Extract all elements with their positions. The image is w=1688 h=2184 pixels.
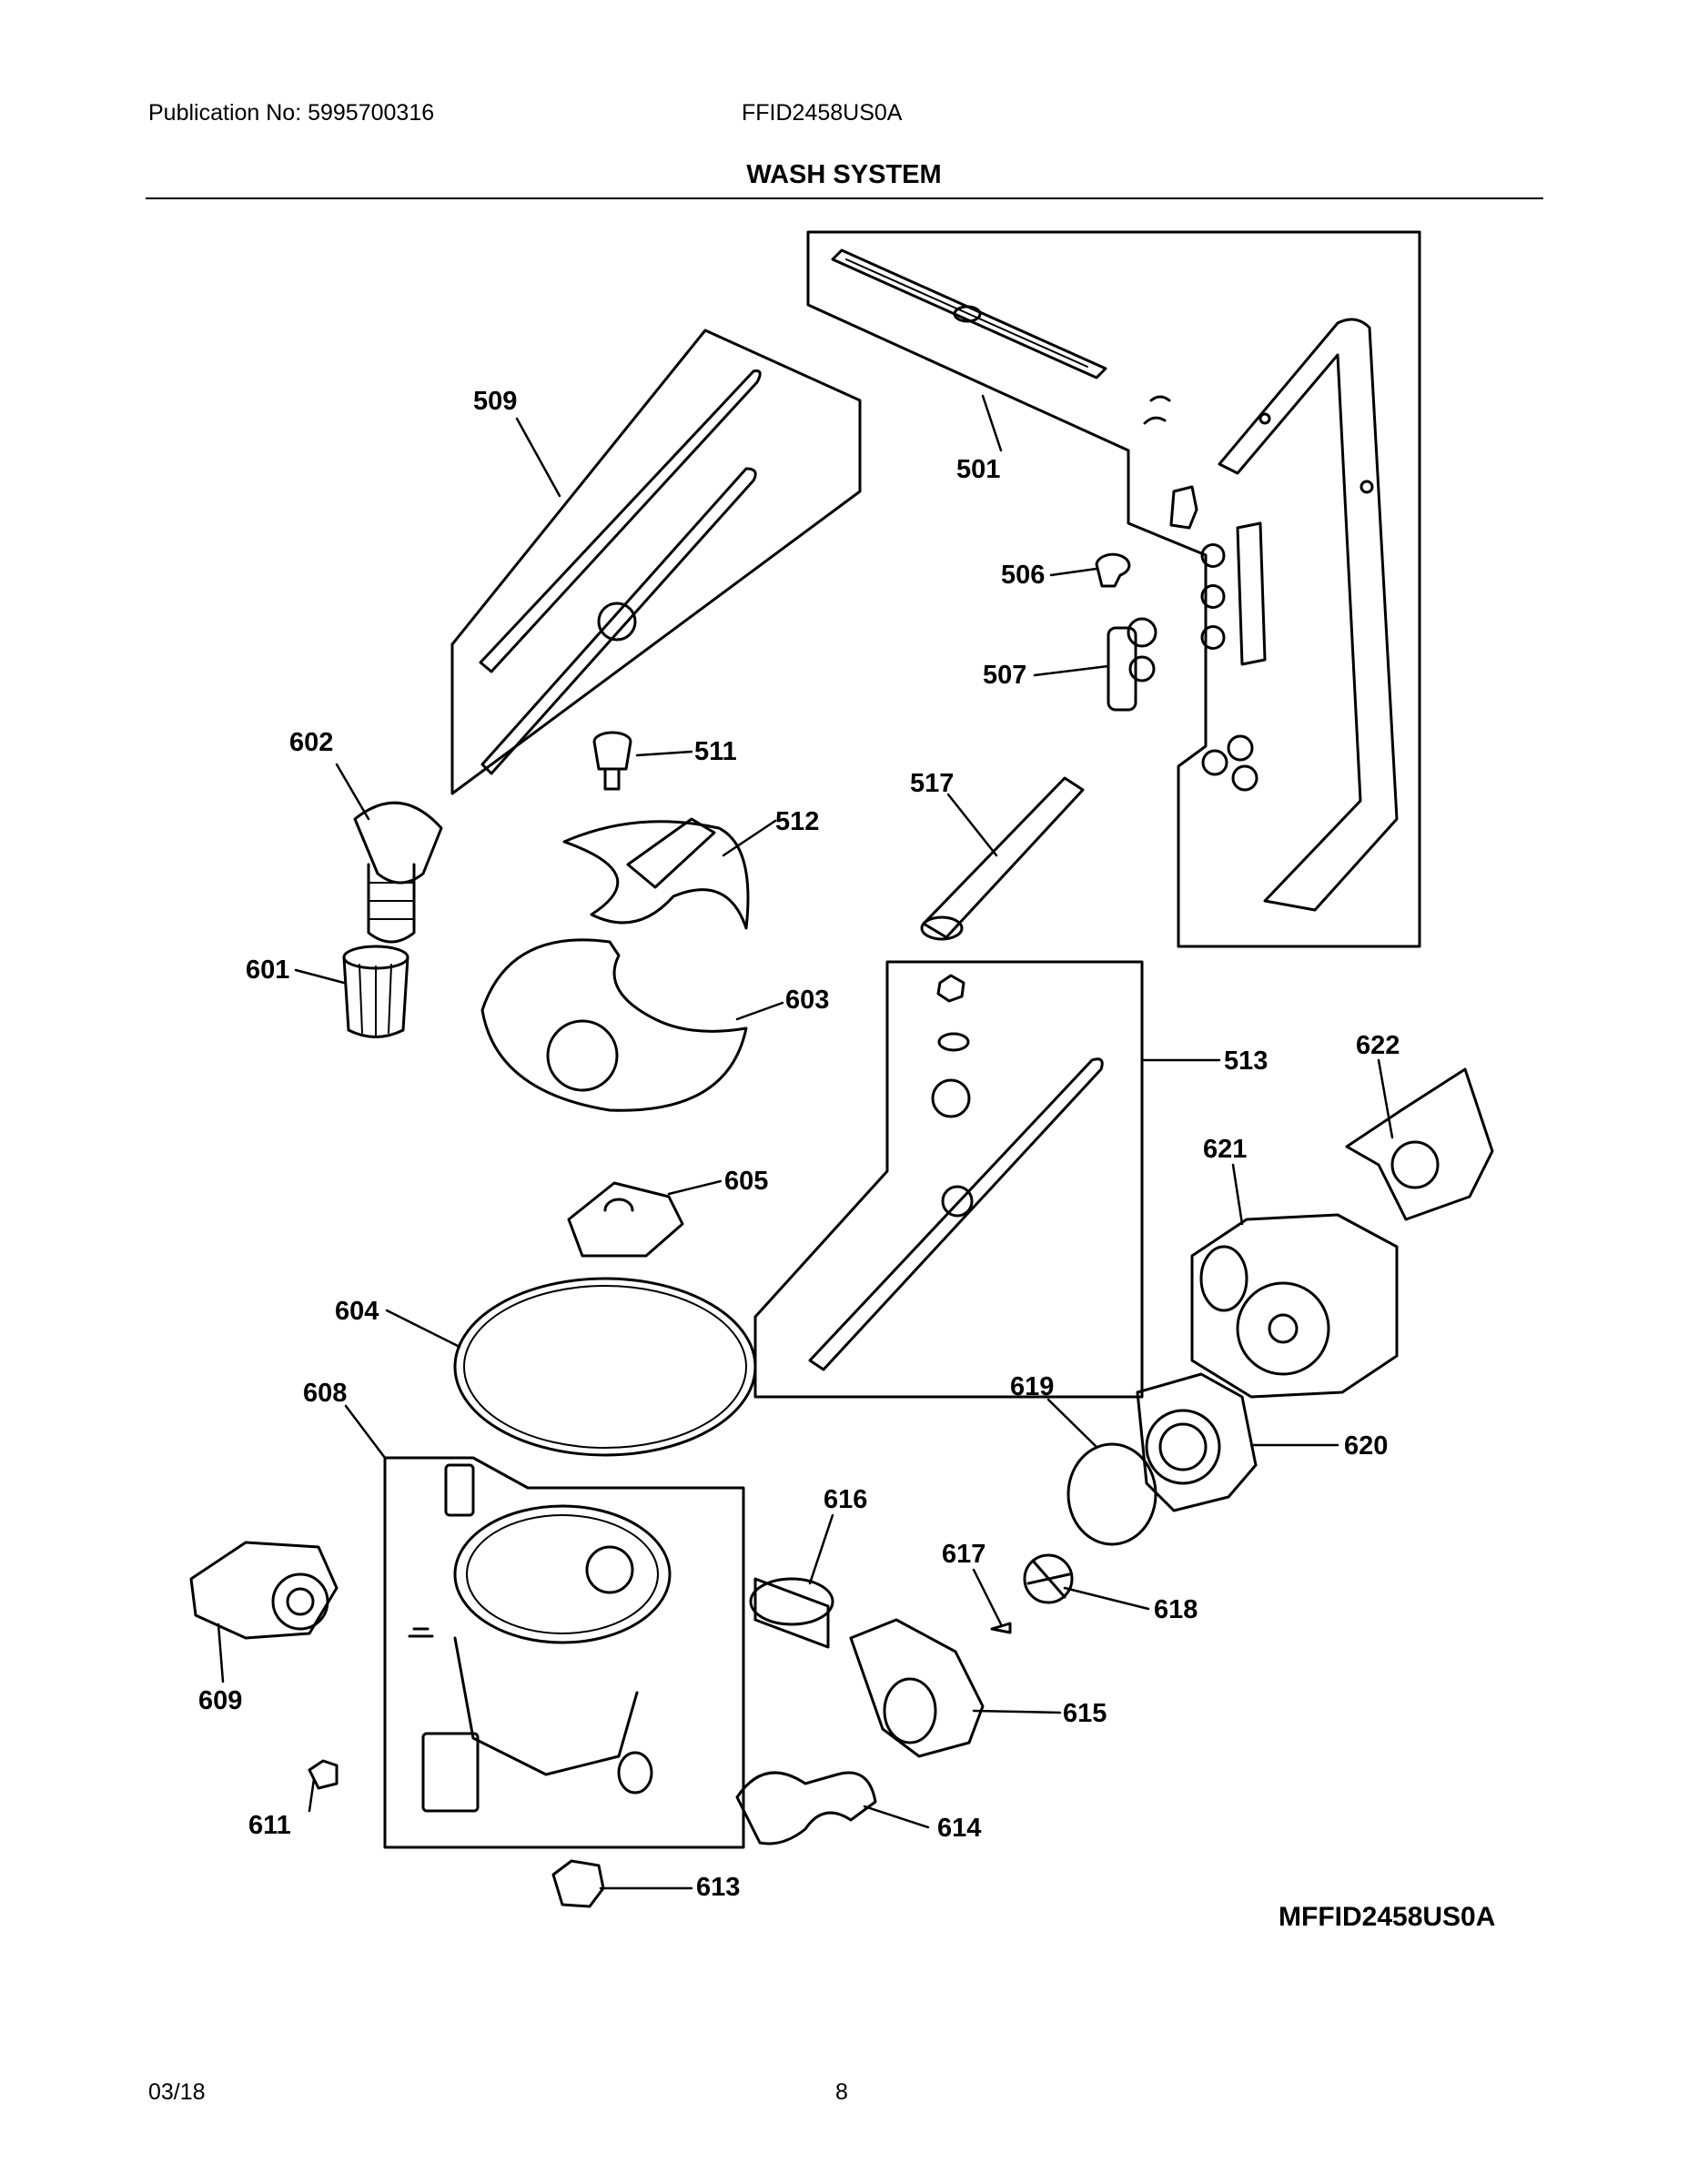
pump-housing-part-620 <box>1136 1372 1258 1512</box>
deflector-part-512 <box>562 817 750 930</box>
diverter-part-507 <box>1107 617 1157 712</box>
part-label-619: 619 <box>1010 1372 1055 1401</box>
impeller-part-618 <box>1023 1553 1074 1604</box>
motor-part-621 <box>1190 1213 1399 1399</box>
part-label-509: 509 <box>473 387 518 416</box>
part-label-617: 617 <box>942 1540 986 1569</box>
bracket-part-622 <box>1345 1067 1494 1221</box>
drain-pump-part-609 <box>189 1541 339 1640</box>
part-label-601: 601 <box>246 956 290 985</box>
part-label-613: 613 <box>696 1873 741 1902</box>
o-ring-part-619 <box>1066 1442 1157 1546</box>
sump-part-608 <box>408 1463 672 1813</box>
bearing-part-511 <box>592 731 632 791</box>
part-label-618: 618 <box>1154 1595 1198 1624</box>
part-label-604: 604 <box>335 1297 379 1326</box>
upper-spray-arm-part <box>831 248 1107 379</box>
part-label-620: 620 <box>1344 1431 1389 1461</box>
group-box-513 <box>753 960 1144 1399</box>
supply-tube-part <box>1218 318 1399 912</box>
heater-housing-part-615 <box>849 1618 985 1758</box>
part-label-609: 609 <box>198 1686 243 1715</box>
leader-lines <box>217 394 1394 1890</box>
part-label-512: 512 <box>775 807 820 836</box>
lower-spray-arm-part <box>479 369 762 775</box>
valve-block-part <box>1200 521 1267 666</box>
part-label-615: 615 <box>1063 1699 1107 1728</box>
part-label-605: 605 <box>724 1167 769 1196</box>
seal-part-617 <box>990 1622 1012 1634</box>
hose-part-614 <box>735 1771 877 1845</box>
part-label-621: 621 <box>1203 1135 1248 1164</box>
part-label-603: 603 <box>785 986 830 1015</box>
o-rings-part <box>1201 734 1258 792</box>
part-label-614: 614 <box>937 1814 982 1843</box>
part-label-517: 517 <box>910 769 955 798</box>
model-number: FFID2458US0A <box>742 100 903 126</box>
publication-number: Publication No: 5995700316 <box>148 100 435 126</box>
part-label-602: 602 <box>289 728 334 757</box>
sensor-part-613 <box>551 1859 605 1908</box>
part-label-506: 506 <box>1001 561 1046 590</box>
filter-part-601 <box>342 945 409 1038</box>
page-number: 8 <box>835 2079 848 2105</box>
diagram-code: MFFID2458US0A <box>1279 1902 1496 1932</box>
part-label-622: 622 <box>1356 1031 1400 1060</box>
part-label-616: 616 <box>824 1485 868 1514</box>
part-label-501: 501 <box>956 455 1001 484</box>
gasket-part-604 <box>453 1277 757 1457</box>
sensor-part-611 <box>308 1759 339 1790</box>
part-label-611: 611 <box>248 1811 291 1840</box>
part-label-513: 513 <box>1224 1046 1269 1076</box>
filter-housing-part-602 <box>353 801 443 944</box>
cap-part-506 <box>1095 552 1131 588</box>
clip-part <box>1143 395 1171 425</box>
footer-date: 03/18 <box>148 2079 206 2105</box>
part-label-511: 511 <box>694 737 737 766</box>
group-box-509 <box>450 329 862 795</box>
header-rule <box>146 197 1543 199</box>
hose-part-616 <box>749 1577 834 1649</box>
group-box-608 <box>383 1456 745 1849</box>
group-box-501 <box>806 230 1421 948</box>
part-label-507: 507 <box>983 661 1027 690</box>
middle-spray-arm-parts-513 <box>808 974 1104 1371</box>
housing-part-605 <box>567 1181 684 1258</box>
part-label-608: 608 <box>303 1379 348 1408</box>
fine-filter-part-603 <box>480 938 748 1112</box>
conduit-part-517 <box>920 776 1085 941</box>
bracket-part <box>1169 485 1198 530</box>
section-title: WASH SYSTEM <box>746 160 942 189</box>
